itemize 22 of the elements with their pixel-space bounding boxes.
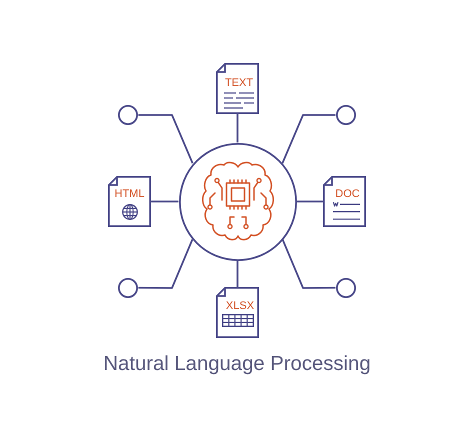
connector-line (282, 239, 336, 289)
file-type-label: TEXT (224, 77, 254, 90)
caption: Natural Language Processing (103, 353, 371, 375)
file-type-label: XLSX (226, 300, 254, 313)
connector-line (138, 239, 194, 289)
hub-circle (178, 142, 296, 260)
endpoint-circle (336, 105, 356, 125)
connector-line (138, 114, 194, 164)
endpoint-circle (336, 278, 356, 298)
document-shape (216, 63, 259, 114)
endpoint-circle (118, 278, 138, 298)
connector-line (236, 114, 238, 142)
document-shape (108, 176, 151, 227)
connector-line (296, 200, 323, 202)
file-type-label: DOC (335, 188, 360, 201)
document-shape (323, 176, 366, 227)
connector-line (151, 200, 178, 202)
connector-line (236, 260, 238, 287)
connector-line (282, 114, 336, 164)
document-shape (216, 287, 259, 338)
file-type-label: HTML (114, 188, 144, 201)
endpoint-circle (118, 105, 138, 125)
